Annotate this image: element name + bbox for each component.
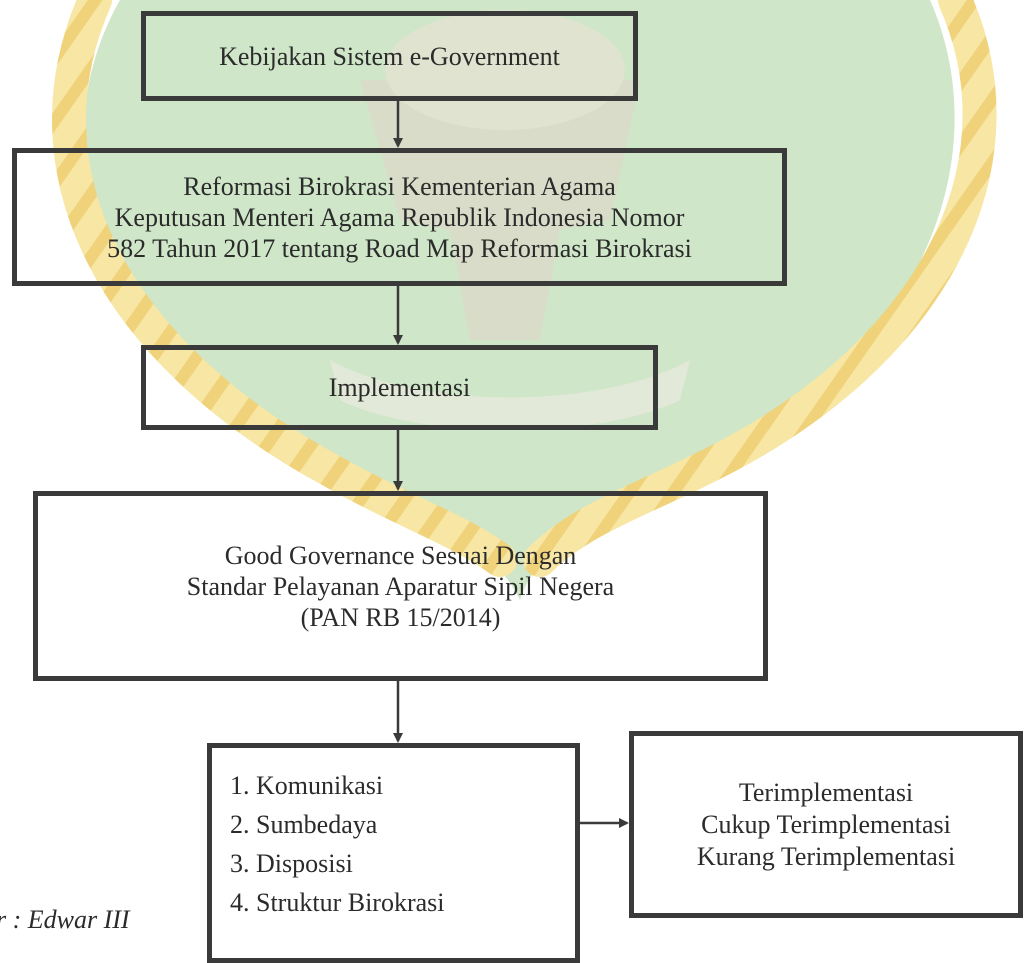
node-reformasi-line-2: Keputusan Menteri Agama Republik Indones… — [114, 202, 685, 232]
emblem-banner — [330, 360, 690, 430]
faktor-item-sumberdaya: 2. Sumbedaya — [230, 810, 378, 839]
node-hasil-implementasi: Terimplementasi Cukup Terimplementasi Ku… — [629, 731, 1023, 918]
source-caption: r : Edwar III — [0, 905, 130, 934]
node-hasil-line-3: Kurang Terimplementasi — [696, 841, 956, 871]
node-hasil-line-1: Terimplementasi — [738, 777, 914, 807]
node-implementasi-line-1: Implementasi — [328, 373, 471, 402]
node-implementasi: Implementasi — [141, 345, 658, 430]
rope-border-right — [523, 0, 997, 577]
faktor-list: 1. Komunikasi 2. Sumbedaya 3. Disposisi … — [230, 766, 445, 922]
rope-border-left — [52, 0, 517, 577]
node-kebijakan-sistem-e-government: Kebijakan Sistem e-Government — [141, 11, 638, 101]
node-faktor-implementasi: 1. Komunikasi 2. Sumbedaya 3. Disposisi … — [207, 743, 580, 963]
faktor-item-struktur-birokrasi: 4. Struktur Birokrasi — [230, 888, 445, 917]
node-good-governance: Good Governance Sesuai Dengan Standar Pe… — [33, 491, 768, 681]
faktor-item-disposisi: 3. Disposisi — [230, 849, 353, 878]
node-good-governance-line-1: Good Governance Sesuai Dengan — [224, 540, 577, 570]
node-good-governance-line-2: Standar Pelayanan Aparatur Sipil Negera — [186, 571, 615, 601]
node-reformasi-birokrasi: Reformasi Birokrasi Kementerian Agama Ke… — [12, 148, 787, 286]
node-reformasi-line-1: Reformasi Birokrasi Kementerian Agama — [183, 171, 616, 201]
faktor-item-komunikasi: 1. Komunikasi — [230, 771, 384, 800]
node-kebijakan-line-1: Kebijakan Sistem e-Government — [219, 41, 560, 71]
node-good-governance-line-3: (PAN RB 15/2014) — [300, 602, 501, 632]
node-reformasi-line-3: 582 Tahun 2017 tentang Road Map Reformas… — [107, 233, 692, 263]
emblem-center — [360, 80, 640, 340]
node-hasil-line-2: Cukup Terimplementasi — [701, 809, 951, 839]
